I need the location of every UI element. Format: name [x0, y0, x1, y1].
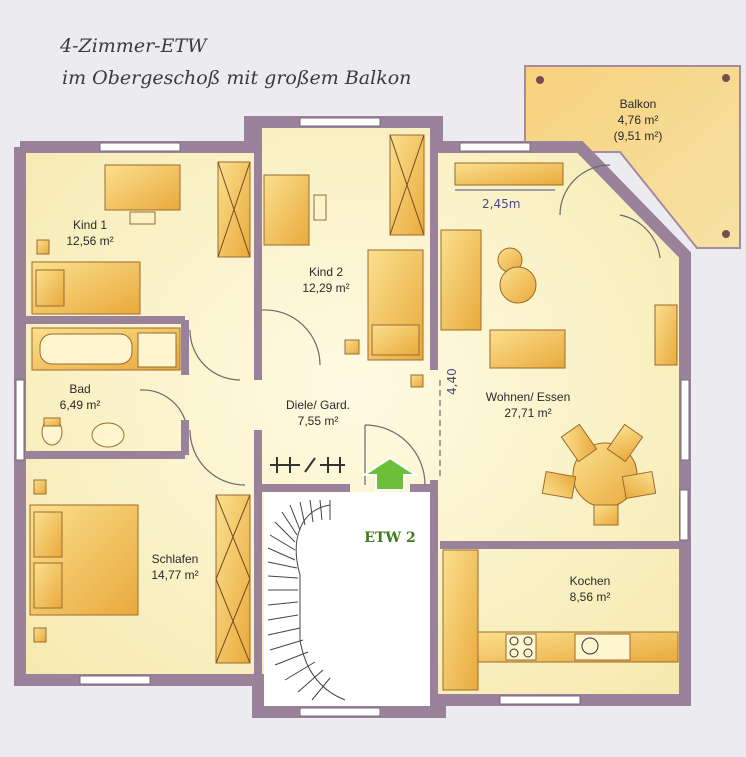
room-name-schlafen: Schlafen	[152, 552, 199, 566]
entrance-label: ETW 2	[364, 530, 415, 546]
room-name-bad: Bad	[69, 382, 90, 396]
balcony-post-icon	[722, 230, 730, 238]
entrance-arrow-icon	[360, 456, 420, 491]
interior-walls	[26, 125, 680, 712]
height-annotation: 4,40	[445, 368, 459, 395]
room-name-diele: Diele/ Gard.	[286, 398, 350, 412]
room-area-kochen: 8,56 m²	[570, 590, 611, 604]
width-annotation: 2,45m	[482, 197, 520, 211]
bathroom-fixtures	[31, 327, 181, 448]
room-area-diele: 7,55 m²	[298, 414, 339, 428]
kind2-furniture	[263, 134, 425, 361]
railing-icon	[270, 457, 345, 473]
room-area-kind1: 12,56 m²	[66, 234, 113, 248]
room-area-balkon-alt: (9,51 m²)	[614, 129, 663, 143]
room-name-kochen: Kochen	[570, 574, 611, 588]
windows	[15, 117, 690, 717]
wohnen-furniture	[410, 162, 678, 526]
room-area-balkon: 4,76 m²	[618, 113, 659, 127]
schlafen-furniture	[29, 479, 251, 664]
room-area-bad: 6,49 m²	[60, 398, 101, 412]
room-name-kind1: Kind 1	[73, 218, 107, 232]
room-name-kind2: Kind 2	[309, 265, 343, 279]
room-area-wohnen: 27,71 m²	[504, 406, 551, 420]
stairwell	[264, 492, 430, 706]
plan-title-line1: 4-Zimmer-ETW	[59, 35, 208, 57]
room-area-schlafen: 14,77 m²	[151, 568, 198, 582]
kitchen-counters	[442, 549, 679, 691]
balcony-post-icon	[722, 74, 730, 82]
kind1-furniture	[31, 161, 251, 315]
room-name-wohnen: Wohnen/ Essen	[486, 390, 571, 404]
balcony-post-icon	[536, 76, 544, 84]
plan-title-line2: im Obergeschoß mit großem Balkon	[62, 67, 411, 89]
room-name-balkon: Balkon	[620, 97, 657, 111]
room-area-kind2: 12,29 m²	[302, 281, 349, 295]
